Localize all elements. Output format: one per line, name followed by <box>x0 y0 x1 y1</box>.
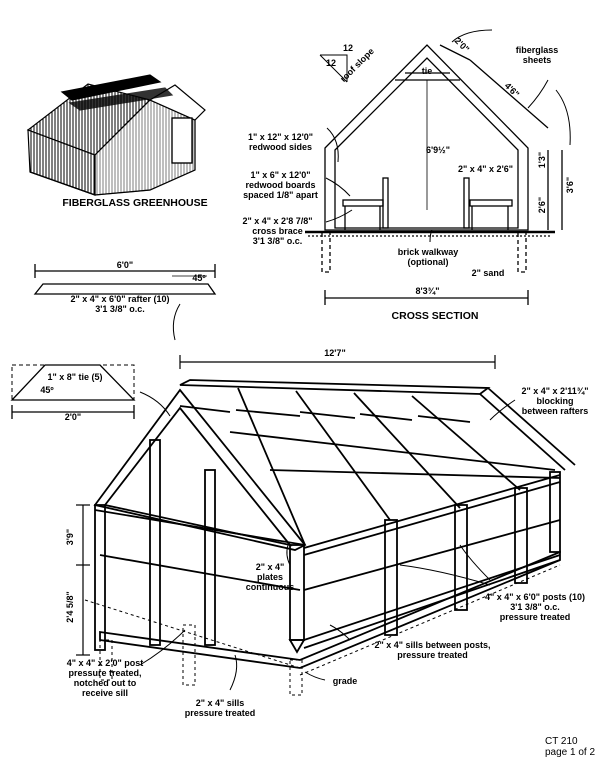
tie-part-width: 2'0" <box>64 412 82 422</box>
roof-slope-run: 12 <box>342 43 353 53</box>
rafter-part-drawing <box>33 264 217 341</box>
rafter-length: 6'0" <box>116 260 134 270</box>
fiberglass-label: fiberglass sheets <box>515 45 559 65</box>
length-12-7: 12'7" <box>324 348 346 358</box>
width-8-3: 8'3¾" <box>415 286 440 296</box>
post-treated-label: 4" x 4" x 2'0" post pressure treated, no… <box>66 658 144 698</box>
rafter-angle: 45º <box>192 273 206 283</box>
greenhouse-title: FIBERGLASS GREENHOUSE <box>62 197 208 209</box>
sills-label: 2" x 4" sills pressure treated <box>184 698 256 718</box>
frame-drawing <box>76 355 576 696</box>
posts-label: 4" x 4" x 6'0" posts (10) 3'1 3/8" o.c. … <box>485 592 585 622</box>
plates-label: 2" x 4" plates continuous <box>245 562 295 592</box>
blocking-label: 2" x 4" x 2'11¾" blocking between rafter… <box>521 386 589 416</box>
sills-between-label: 2" x 4" sills between posts, pressure tr… <box>374 640 491 660</box>
tie-label: tie <box>421 66 433 76</box>
redwood-boards-label: 1" x 6" x 12'0" redwood boards spaced 1/… <box>243 170 318 200</box>
height-6-9: 6'9½" <box>426 145 450 155</box>
cross-section-title: CROSS SECTION <box>391 310 479 322</box>
height-2-4: 2'4 5/8" <box>65 591 75 623</box>
footer-page: page 1 of 2 <box>545 747 596 758</box>
tie-part-drawing <box>10 364 171 419</box>
sand-label: 2" sand <box>471 268 505 278</box>
dim-1-3: 1'3" <box>537 151 547 169</box>
grade-label: grade <box>332 676 358 686</box>
tie-part-angle: 45º <box>40 385 54 395</box>
greenhouse-illustration <box>26 74 206 196</box>
cross-brace-label: 2" x 4" x 2'8 7/8" cross brace 3'1 3/8" … <box>242 216 313 246</box>
brick-walkway-label: brick walkway (optional) <box>397 247 459 267</box>
stud-2x4-label: 2" x 4" x 2'6" <box>458 164 513 174</box>
dim-3-6: 3'6" <box>565 176 575 194</box>
tie-part-label: 1" x 8" tie (5) <box>47 372 103 382</box>
cross-section-drawing <box>305 29 571 305</box>
dim-2-6: 2'6" <box>537 196 547 214</box>
height-3-9: 3'9" <box>65 528 75 546</box>
rafter-label: 2" x 4" x 6'0" rafter (10) 3'1 3/8" o.c. <box>70 294 170 314</box>
redwood-sides-label: 1" x 12" x 12'0" redwood sides <box>248 132 313 152</box>
roof-slope-rise: 12 <box>325 58 336 68</box>
footer-code: CT 210 <box>545 736 578 747</box>
